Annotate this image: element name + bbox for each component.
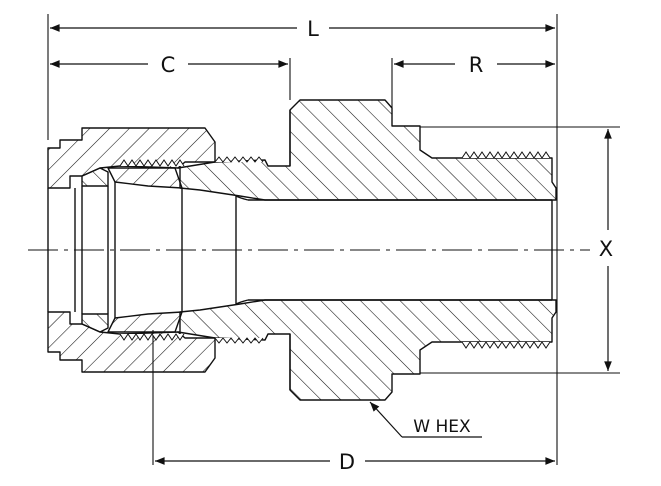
dim-label-x: X — [599, 237, 613, 261]
w-hex-callout-label: W HEX — [413, 417, 471, 437]
body-lower-section — [177, 299, 557, 401]
body-upper-section — [177, 99, 557, 201]
dimension-lines — [50, 24, 612, 465]
nut-lower-section — [47, 311, 216, 373]
dim-label-r: R — [469, 53, 484, 77]
ferrule-lower-section — [107, 311, 183, 333]
ferrule-upper-section — [107, 167, 183, 189]
w-hex-leader-line — [369, 401, 403, 438]
dim-label-l: L — [307, 17, 319, 41]
fitting-body — [47, 99, 557, 401]
dim-label-c: C — [161, 53, 176, 77]
dim-label-d: D — [339, 450, 355, 474]
nut-upper-section — [47, 127, 216, 189]
back-ferrule-upper — [81, 167, 109, 187]
back-ferrule-lower — [81, 313, 109, 333]
thread-teeth — [119, 151, 551, 349]
